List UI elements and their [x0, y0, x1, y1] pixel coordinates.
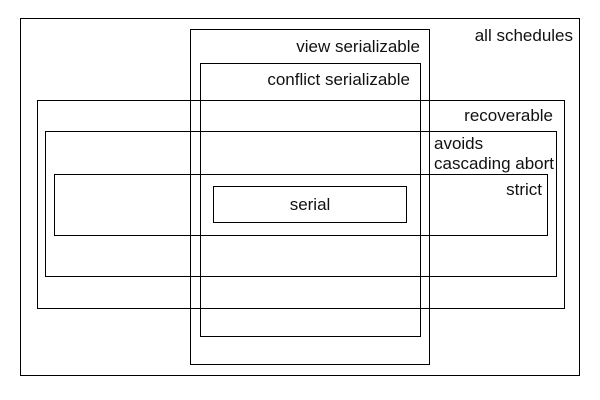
box-serial: [213, 186, 407, 223]
box-recoverable: [37, 100, 565, 309]
label-recoverable: recoverable: [464, 106, 553, 125]
box-strict: [54, 174, 548, 236]
label-conflict-serializable: conflict serializable: [267, 70, 410, 89]
label-view-serializable: view serializable: [296, 37, 420, 56]
label-all-schedules: all schedules: [474, 26, 573, 45]
label-avoids-cascading-abort: avoids cascading abort: [434, 134, 554, 174]
box-all-schedules: [20, 18, 580, 376]
box-avoids-cascading-abort: [45, 131, 557, 277]
label-avoids-line2: cascading abort: [434, 154, 555, 173]
box-conflict-serializable: [200, 63, 421, 337]
label-avoids-line1: avoids: [434, 134, 484, 153]
label-strict: strict: [506, 180, 542, 199]
box-view-serializable: [190, 29, 430, 365]
label-serial: serial: [289, 195, 331, 214]
